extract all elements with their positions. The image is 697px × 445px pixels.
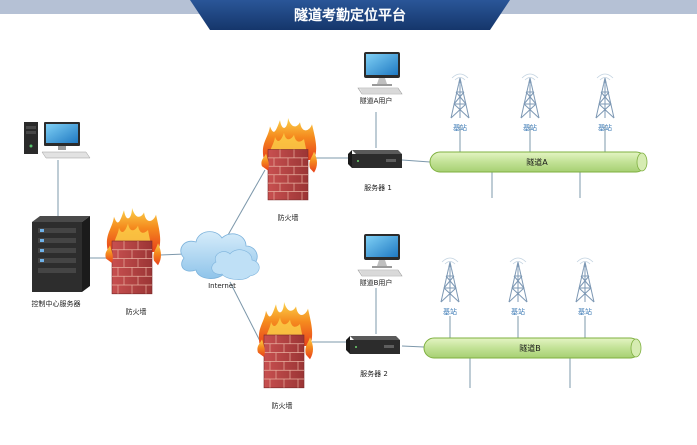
- tunnel-a-user-terminal: 隧道A用户: [357, 51, 403, 105]
- tower-icon: [450, 73, 470, 119]
- base-station-a3: 基站: [595, 73, 615, 132]
- network-links: [57, 112, 606, 388]
- base-station-label: 基站: [578, 307, 592, 316]
- base-station-label: 基站: [453, 123, 467, 132]
- server-1-label: 服务器 1: [364, 183, 392, 192]
- control-center-server-label: 控制中心服务器: [32, 299, 81, 308]
- internet-cloud: Internet: [180, 231, 260, 290]
- base-station-label: 基站: [443, 307, 457, 316]
- tower-icon: [508, 257, 528, 303]
- control-desktop-pc: [24, 122, 91, 159]
- tower-icon: [595, 73, 615, 119]
- tunnel-b-user-terminal: 隧道B用户: [357, 233, 403, 287]
- base-station-label: 基站: [523, 123, 537, 132]
- header-banner: 隧道考勤定位平台: [0, 0, 697, 30]
- firewall-top-label: 防火墙: [278, 213, 299, 222]
- base-station-a2: 基站: [520, 73, 540, 132]
- page-title: 隧道考勤定位平台: [294, 7, 406, 24]
- tower-icon: [440, 257, 460, 303]
- tunnel-a-user-label: 隧道A用户: [360, 96, 393, 105]
- server-1: 服务器 1: [348, 150, 402, 192]
- internet-label: Internet: [208, 282, 236, 290]
- base-station-b3: 基站: [575, 257, 595, 316]
- tunnel-b-label: 隧道B: [519, 343, 541, 353]
- server-2-label: 服务器 2: [360, 369, 388, 378]
- tunnel-b-user-label: 隧道B用户: [360, 278, 393, 287]
- base-station-a1: 基站: [450, 73, 470, 132]
- firewall-top: 防火墙: [260, 117, 318, 222]
- base-station-b1: 基站: [440, 257, 460, 316]
- base-station-label: 基站: [511, 307, 525, 316]
- firewall-bottom: 防火墙: [256, 301, 314, 410]
- firewall-center-label: 防火墙: [126, 307, 147, 316]
- tower-icon: [520, 73, 540, 119]
- base-station-label: 基站: [598, 123, 612, 132]
- tunnel-a-label: 隧道A: [526, 157, 548, 167]
- firewall-bottom-label: 防火墙: [272, 401, 293, 410]
- tunnel-b: 隧道B: [423, 337, 642, 359]
- server-2: 服务器 2: [346, 336, 400, 378]
- base-station-b2: 基站: [508, 257, 528, 316]
- tunnel-a: 隧道A: [429, 151, 648, 173]
- tower-icon: [575, 257, 595, 303]
- control-center-server: 控制中心服务器: [32, 216, 90, 308]
- firewall-center: 防火墙: [104, 207, 162, 316]
